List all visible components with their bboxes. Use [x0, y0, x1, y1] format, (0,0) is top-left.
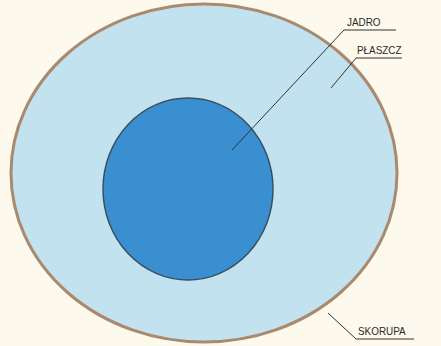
- leader-line: [331, 58, 402, 88]
- layer-label: SKORUPA: [358, 325, 406, 337]
- core: [103, 98, 273, 280]
- layer-label: JADRO: [347, 16, 381, 28]
- leader-lines: [232, 30, 414, 339]
- leader-line: [328, 313, 414, 339]
- layer-label: PŁASZCZ: [357, 44, 402, 56]
- mantle-and-crust: [11, 4, 397, 342]
